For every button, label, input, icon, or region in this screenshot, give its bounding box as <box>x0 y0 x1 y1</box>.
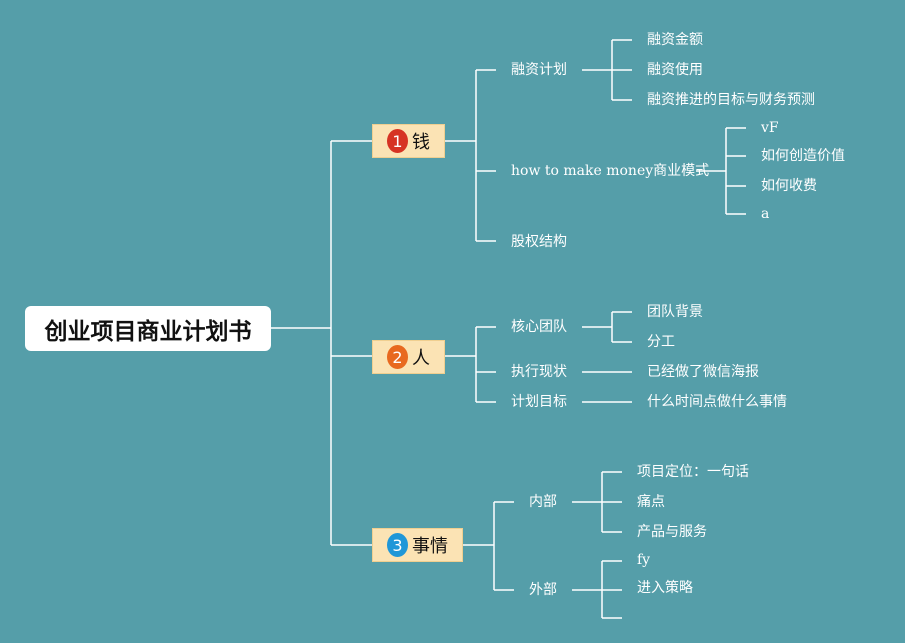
branch-topic-label: 人 <box>412 348 430 369</box>
leaf-products-services[interactable]: 产品与服务 <box>637 524 707 540</box>
subtopic-business-model[interactable]: how to make money商业模式 <box>511 163 710 179</box>
branch-topic-label: 钱 <box>412 132 430 153</box>
subtopic-core-team[interactable]: 核心团队 <box>511 319 567 335</box>
leaf-how-to-charge[interactable]: 如何收费 <box>761 178 817 194</box>
branch-topic-money[interactable]: 1 钱 <box>372 124 445 158</box>
subtopic-external[interactable]: 外部 <box>529 582 557 598</box>
leaf-timeline[interactable]: 什么时间点做什么事情 <box>647 394 787 410</box>
leaf-positioning[interactable]: 项目定位：一句话 <box>637 464 749 480</box>
leaf-a[interactable]: a <box>761 206 770 222</box>
leaf-create-value[interactable]: 如何创造价值 <box>761 148 845 164</box>
leaf-team-background[interactable]: 团队背景 <box>647 304 703 320</box>
root-topic[interactable]: 创业项目商业计划书 <box>25 306 271 351</box>
leaf-financing-use[interactable]: 融资使用 <box>647 62 703 78</box>
leaf-wechat-poster[interactable]: 已经做了微信海报 <box>647 364 759 380</box>
number-1-icon: 1 <box>387 129 408 153</box>
leaf-pain-points[interactable]: 痛点 <box>637 494 665 510</box>
leaf-division-of-labor[interactable]: 分工 <box>647 334 675 350</box>
root-topic-label: 创业项目商业计划书 <box>44 318 252 345</box>
subtopic-internal[interactable]: 内部 <box>529 494 557 510</box>
number-2-icon: 2 <box>387 345 408 369</box>
branch-topic-people[interactable]: 2 人 <box>372 340 445 374</box>
leaf-vf[interactable]: vF <box>761 120 779 136</box>
number-3-icon: 3 <box>387 533 408 557</box>
leaf-fy[interactable]: fy <box>637 552 651 568</box>
subtopic-execution-status[interactable]: 执行现状 <box>511 364 567 380</box>
leaf-financing-forecast[interactable]: 融资推进的目标与财务预测 <box>647 92 815 108</box>
leaf-entry-strategy[interactable]: 进入策略 <box>637 580 693 596</box>
subtopic-plan-goals[interactable]: 计划目标 <box>511 394 567 410</box>
branch-topic-matters[interactable]: 3 事情 <box>372 528 463 562</box>
branch-topic-label: 事情 <box>412 536 448 557</box>
subtopic-equity-structure[interactable]: 股权结构 <box>511 234 567 250</box>
leaf-financing-amount[interactable]: 融资金额 <box>647 32 703 48</box>
subtopic-financing-plan[interactable]: 融资计划 <box>511 62 567 78</box>
